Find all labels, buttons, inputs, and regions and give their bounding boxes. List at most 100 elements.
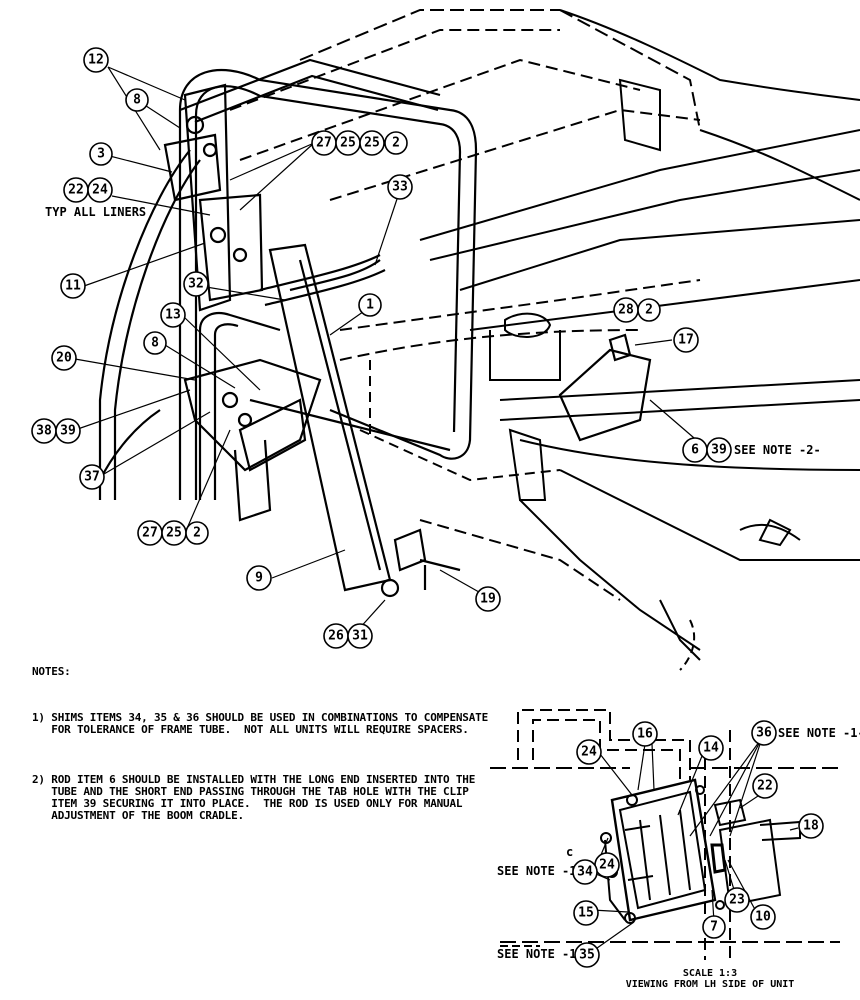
callout-24: 24 (87, 177, 113, 203)
detail-callout-36: 36 (751, 720, 777, 746)
svg-text:27: 27 (316, 136, 332, 151)
svg-text:9: 9 (255, 571, 263, 586)
callout-19: 19 (475, 586, 501, 612)
detail-callout-15: 15 (573, 900, 599, 926)
svg-text:15: 15 (578, 906, 594, 921)
typ-all-liners-label: TYP ALL LINERS (45, 205, 146, 219)
svg-text:19: 19 (480, 592, 496, 607)
svg-text:8: 8 (151, 336, 159, 351)
svg-text:37: 37 (84, 470, 100, 485)
small-c-label: c (566, 845, 573, 859)
detail-callout-23: 23 (724, 887, 750, 913)
svg-text:2: 2 (392, 136, 400, 151)
callout-9: 9 (246, 565, 272, 591)
callout-25-upper-b: 25 (359, 130, 385, 156)
callout-39-right: 39 (706, 437, 732, 463)
detail-scale-caption: SCALE 1:3 VIEWING FROM LH SIDE OF UNIT (590, 968, 830, 990)
scale-text: SCALE 1:3 (682, 968, 738, 979)
svg-text:6: 6 (691, 443, 699, 458)
see-note-1-bottom-label: SEE NOTE -1- (497, 947, 584, 961)
callout-26: 26 (323, 623, 349, 649)
callout-12: 12 (83, 47, 109, 73)
callout-22: 22 (63, 177, 89, 203)
svg-text:27: 27 (142, 526, 158, 541)
callout-6: 6 (682, 437, 708, 463)
svg-text:24: 24 (581, 745, 597, 760)
callout-17: 17 (673, 327, 699, 353)
detail-callout-14: 14 (698, 735, 724, 761)
callout-1: 1 (358, 293, 382, 317)
callout-25-lower: 25 (161, 520, 187, 546)
leader-lines (71, 66, 709, 631)
vehicle-frame-outline (229, 9, 860, 671)
callout-13: 13 (160, 302, 186, 328)
callout-31: 31 (347, 623, 373, 649)
viewing-caption: VIEWING FROM LH SIDE OF UNIT (625, 979, 795, 990)
callout-2-right: 2 (637, 298, 661, 322)
svg-text:3: 3 (97, 147, 105, 162)
svg-text:22: 22 (68, 183, 84, 198)
callout-32: 32 (183, 271, 209, 297)
svg-text:34: 34 (577, 865, 593, 880)
detail-callout-24-lower: 24 (594, 852, 620, 878)
svg-text:8: 8 (133, 93, 141, 108)
svg-text:35: 35 (579, 948, 595, 963)
detail-callout-24-upper: 24 (576, 739, 602, 765)
callout-2-lower: 2 (185, 521, 209, 545)
svg-text:2: 2 (645, 303, 653, 318)
svg-text:24: 24 (92, 183, 108, 198)
svg-text:12: 12 (88, 53, 104, 68)
notes-section: NOTES: 1) SHIMS ITEMS 34, 35 & 36 SHOULD… (32, 642, 502, 848)
detail-callout-16: 16 (632, 721, 658, 747)
svg-text:36: 36 (756, 726, 772, 741)
note-2: 2) ROD ITEM 6 SHOULD BE INSTALLED WITH T… (32, 773, 476, 822)
svg-text:26: 26 (328, 629, 344, 644)
detail-callout-18: 18 (798, 813, 824, 839)
svg-text:14: 14 (703, 741, 719, 756)
svg-text:1: 1 (366, 298, 374, 313)
callout-39-left: 39 (55, 418, 81, 444)
svg-text:2: 2 (193, 526, 201, 541)
svg-text:13: 13 (165, 308, 181, 323)
see-note-2-label: SEE NOTE -2- (734, 443, 821, 457)
callout-38: 38 (31, 418, 57, 444)
callout-27-upper: 27 (311, 130, 337, 156)
callout-2-upper: 2 (384, 131, 408, 155)
svg-text:39: 39 (711, 443, 727, 458)
svg-text:32: 32 (188, 277, 204, 292)
note-1: 1) SHIMS ITEMS 34, 35 & 36 SHOULD BE USE… (32, 711, 489, 736)
svg-text:23: 23 (729, 893, 745, 908)
svg-text:20: 20 (56, 351, 72, 366)
callout-3: 3 (89, 142, 113, 166)
callout-37: 37 (79, 464, 105, 490)
svg-text:22: 22 (757, 779, 773, 794)
svg-text:17: 17 (678, 333, 694, 348)
see-note-1-right-label: SEE NOTE -1- (778, 726, 860, 740)
svg-text:25: 25 (364, 136, 380, 151)
svg-text:31: 31 (352, 629, 368, 644)
svg-text:33: 33 (392, 180, 408, 195)
svg-text:18: 18 (803, 819, 819, 834)
detail-callout-10: 10 (750, 904, 776, 930)
notes-title: NOTES: (32, 665, 71, 678)
detail-callout-35: 35 (574, 942, 600, 968)
svg-text:24: 24 (599, 858, 615, 873)
svg-text:7: 7 (710, 920, 718, 935)
svg-text:38: 38 (36, 424, 52, 439)
callout-25-upper-a: 25 (335, 130, 361, 156)
detail-view (490, 709, 840, 960)
svg-text:16: 16 (637, 727, 653, 742)
detail-callout-34: 34 (572, 859, 598, 885)
callout-27-lower: 27 (137, 520, 163, 546)
svg-text:10: 10 (755, 910, 771, 925)
boom-cradle-assembly (98, 58, 652, 598)
detail-callout-22: 22 (752, 773, 778, 799)
callout-28: 28 (613, 297, 639, 323)
callout-33: 33 (387, 174, 413, 200)
callout-8-upper: 8 (125, 88, 149, 112)
see-note-1-left-label: SEE NOTE -1- (497, 864, 584, 878)
svg-text:25: 25 (166, 526, 182, 541)
svg-text:25: 25 (340, 136, 356, 151)
svg-text:28: 28 (618, 303, 634, 318)
